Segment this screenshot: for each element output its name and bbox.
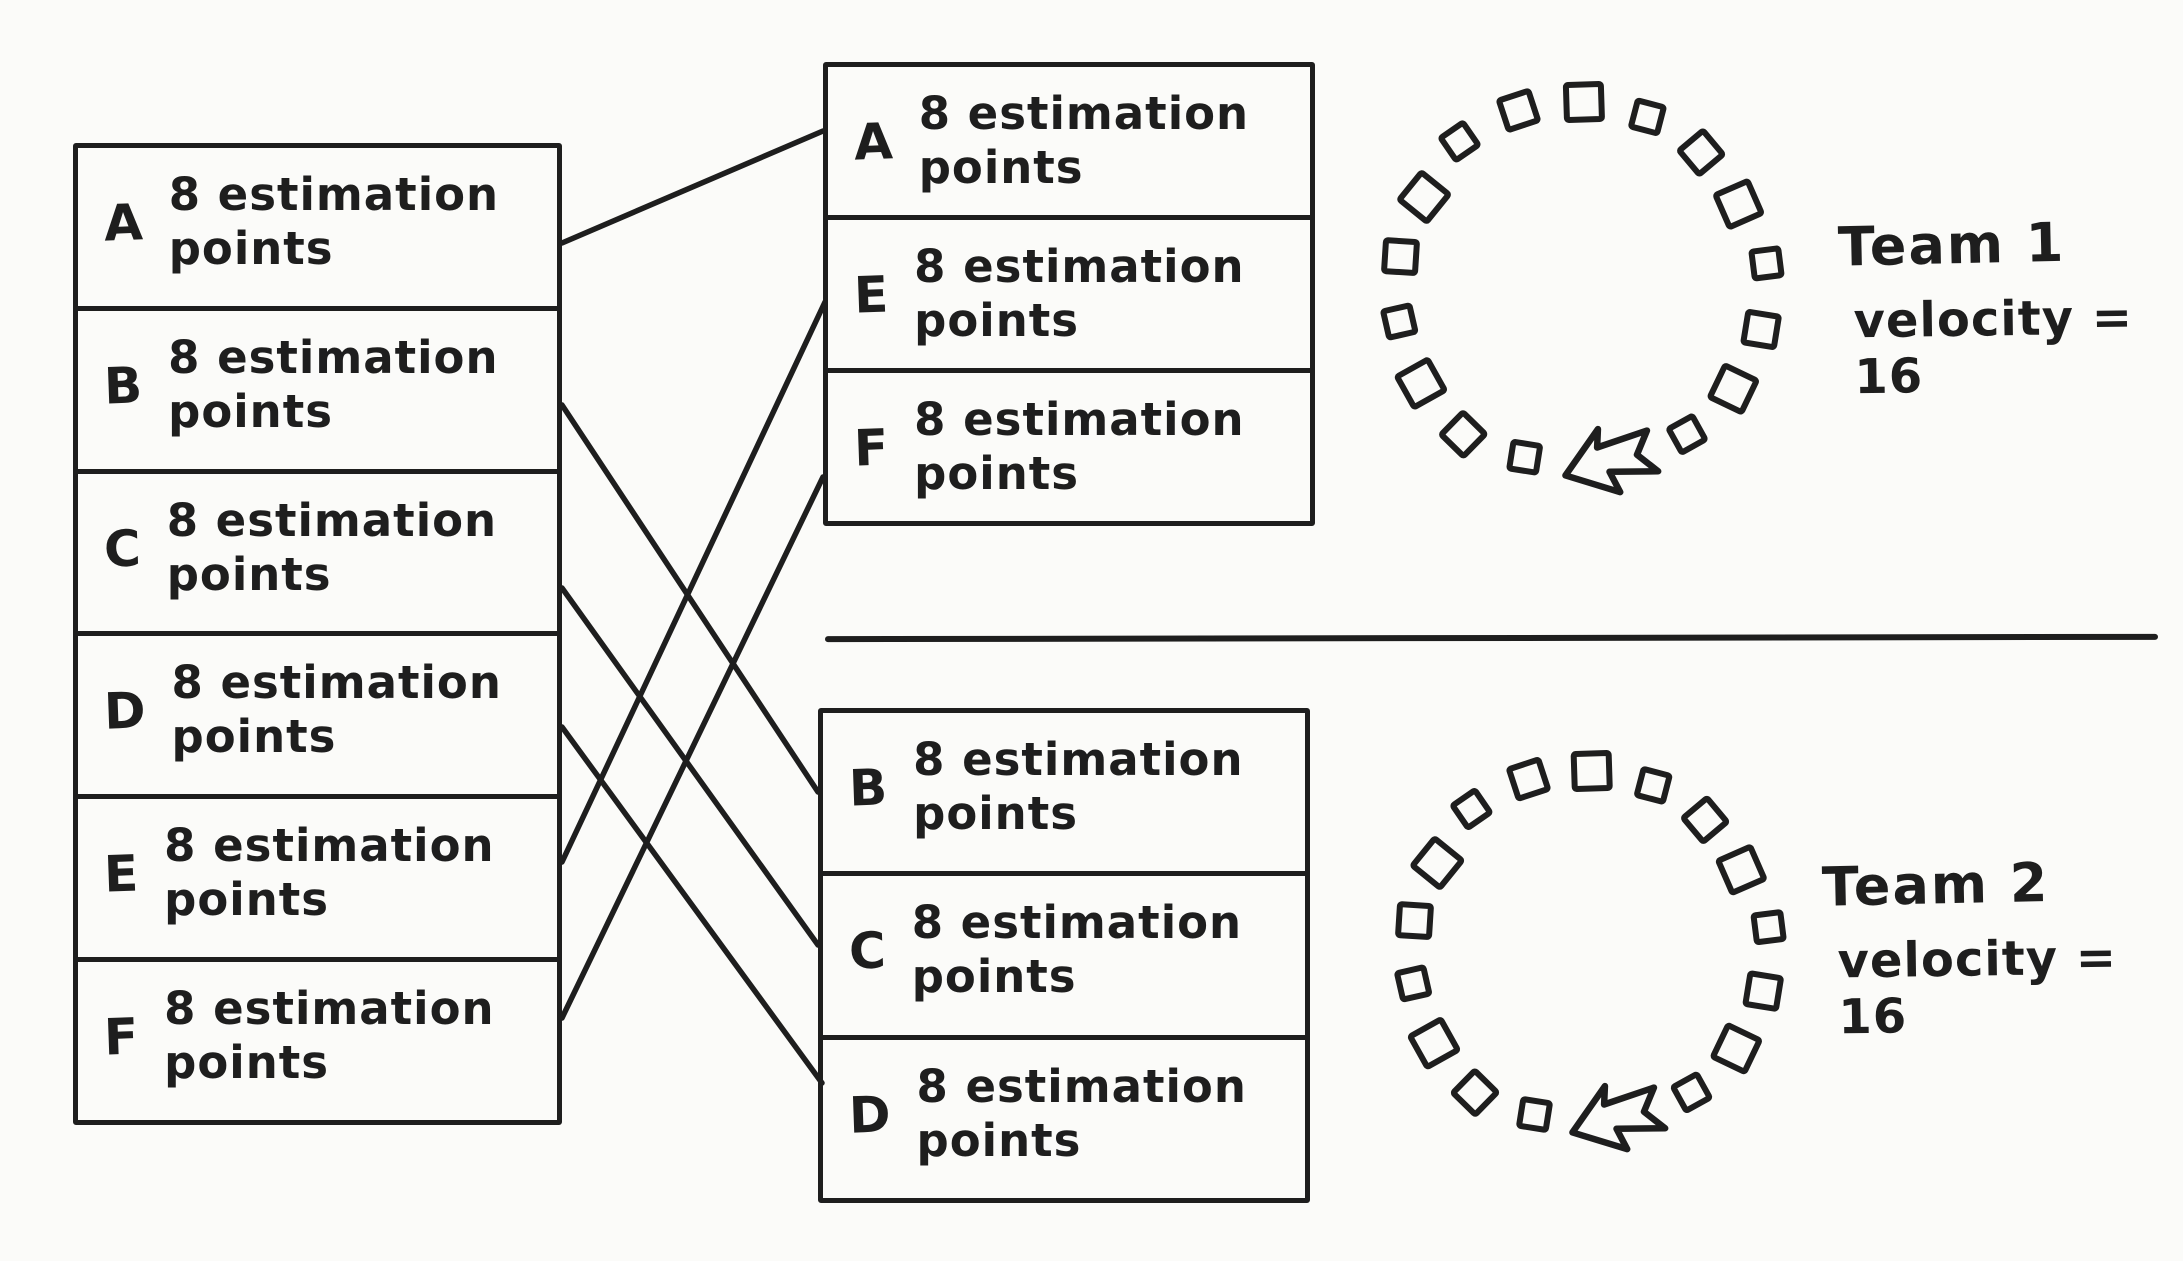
team1-title: Team 1	[1837, 210, 2067, 279]
velocity-point-square	[1740, 309, 1782, 350]
velocity-point-square	[1713, 178, 1765, 230]
velocity-point-square	[1715, 844, 1767, 896]
story-letter: E	[102, 844, 140, 904]
team2-velocity-circle	[1394, 750, 1787, 1153]
story-points-text: 8 estimation points	[914, 393, 1245, 500]
story-points-text: 8 estimation points	[918, 87, 1250, 194]
velocity-point-square	[1628, 97, 1667, 136]
story-points-text: 8 estimation points	[911, 896, 1243, 1004]
velocity-point-square	[1516, 1096, 1553, 1133]
sprint2-row-d: D 8 estimation points	[823, 1034, 1305, 1198]
velocity-point-square	[1634, 766, 1673, 805]
story-points-text: 8 estimation points	[913, 733, 1244, 840]
sprint2-row-b: B 8 estimation points	[823, 713, 1305, 871]
story-points-text: 8 estimation points	[168, 168, 500, 275]
velocity-point-square	[1394, 357, 1447, 410]
story-points-text: 8 estimation points	[166, 493, 498, 601]
sprint1-row-a: A 8 estimation points	[828, 67, 1310, 215]
team1-velocity: velocity = 16	[1853, 289, 2134, 406]
velocity-point-square	[1450, 788, 1493, 830]
velocity-point-square	[1681, 795, 1730, 844]
product-backlog-table: A 8 estimation points B 8 estimation poi…	[73, 143, 562, 1125]
connection-line-E-to-sprint1	[559, 299, 828, 865]
velocity-point-square	[1742, 970, 1784, 1012]
connection-line-C-to-sprint2	[559, 585, 821, 948]
story-points-text: 8 estimation points	[916, 1059, 1247, 1167]
backlog-row-f: F 8 estimation points	[78, 957, 557, 1120]
team-sections-divider	[824, 633, 2159, 643]
velocity-point-square	[1677, 128, 1726, 177]
velocity-point-square	[1707, 363, 1759, 415]
velocity-point-square	[1438, 120, 1481, 163]
velocity-point-square	[1506, 757, 1551, 802]
backlog-row-e: E 8 estimation points	[78, 794, 557, 957]
velocity-point-square	[1397, 170, 1451, 224]
velocity-point-square	[1450, 1068, 1500, 1117]
velocity-point-square	[1506, 439, 1543, 476]
velocity-point-square	[1410, 836, 1465, 890]
connection-line-A-to-sprint1	[559, 128, 826, 246]
story-letter: D	[848, 1084, 892, 1145]
velocity-point-square	[1670, 1071, 1713, 1114]
velocity-point-square	[1570, 750, 1613, 792]
story-letter: F	[102, 1007, 140, 1067]
story-points-text: 8 estimation points	[914, 240, 1245, 347]
story-letter: A	[102, 193, 144, 253]
team2-velocity: velocity = 16	[1837, 929, 2118, 1046]
connection-line-D-to-sprint2	[559, 724, 825, 1086]
team2-title: Team 2	[1821, 851, 2051, 919]
backlog-row-d: D 8 estimation points	[78, 631, 557, 794]
connection-line-F-to-sprint1	[559, 474, 826, 1021]
velocity-point-square	[1394, 964, 1432, 1003]
velocity-point-square	[1496, 88, 1541, 133]
velocity-point-square	[1710, 1022, 1762, 1075]
velocity-point-square	[1439, 410, 1488, 459]
velocity-point-square	[1381, 237, 1420, 276]
story-letter: D	[103, 681, 147, 742]
backlog-row-a: A 8 estimation points	[78, 148, 557, 306]
story-letter: C	[847, 921, 887, 981]
story-points-text: 8 estimation points	[164, 982, 495, 1090]
story-points-text: 8 estimation points	[171, 656, 502, 764]
story-letter: B	[102, 356, 144, 416]
velocity-point-square	[1395, 901, 1434, 940]
story-letter: B	[847, 758, 889, 818]
story-letter: E	[852, 265, 890, 325]
sprint2-row-c: C 8 estimation points	[823, 871, 1305, 1034]
team2-label: Team 2 velocity = 16	[1821, 851, 2183, 1046]
team1-label: Team 1 velocity = 16	[1837, 211, 2183, 406]
backlog-row-c: C 8 estimation points	[78, 468, 557, 632]
story-points-text: 8 estimation points	[164, 819, 495, 927]
team1-sprint-table: A 8 estimation points E 8 estimation poi…	[823, 62, 1315, 526]
iteration-arrow-icon	[1562, 425, 1662, 496]
team2-sprint-table: B 8 estimation points C 8 estimation poi…	[818, 708, 1310, 1203]
backlog-row-b: B 8 estimation points	[78, 305, 557, 469]
story-letter: C	[102, 519, 142, 579]
sprint1-row-e: E 8 estimation points	[828, 215, 1310, 368]
story-points-text: 8 estimation points	[168, 330, 499, 438]
velocity-point-square	[1748, 245, 1785, 282]
story-letter: A	[852, 112, 894, 172]
team1-velocity-circle	[1380, 81, 1785, 496]
velocity-point-square	[1666, 413, 1708, 455]
sprint1-row-f: F 8 estimation points	[828, 368, 1310, 521]
story-letter: F	[852, 418, 890, 478]
connection-line-B-to-sprint2	[559, 402, 821, 795]
velocity-point-square	[1750, 909, 1787, 946]
velocity-point-square	[1562, 81, 1605, 123]
iteration-arrow-icon	[1569, 1082, 1669, 1153]
velocity-point-square	[1407, 1017, 1461, 1070]
velocity-point-square	[1380, 302, 1419, 341]
